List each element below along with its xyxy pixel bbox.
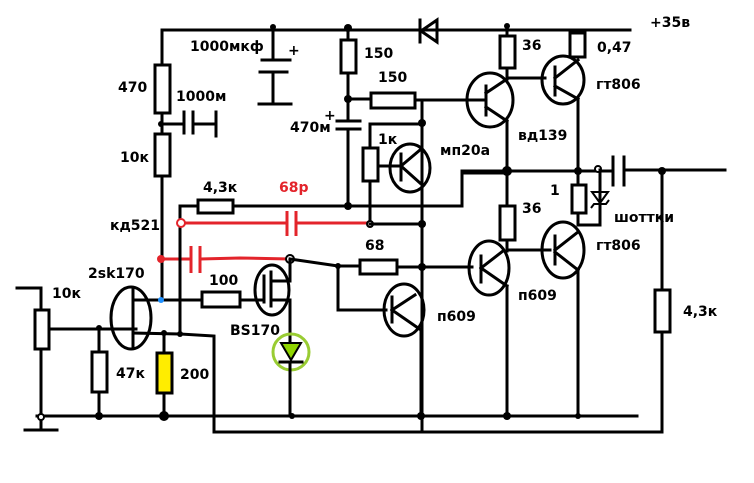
label-r-36-top: 36 [522, 38, 541, 54]
transistor-gt806-top [540, 54, 586, 106]
resistor-1k [361, 146, 380, 183]
resistor-10k-top [153, 132, 172, 178]
label-r-0-47: 0,47 [597, 40, 632, 56]
label-r-4-3k-load: 4,3к [683, 304, 718, 320]
label-r-4-3k-feedback: 4,3к [203, 180, 238, 196]
label-r-36-mid: 36 [522, 201, 541, 217]
label-d-schottky: шоттки [614, 210, 674, 226]
transistor-p609-b [467, 239, 511, 297]
transistor-mp20a [377, 142, 432, 194]
resistor-0-47 [568, 31, 587, 59]
label-r-1k: 1к [378, 132, 398, 148]
label-plus-2: + [324, 108, 336, 124]
transistor-vd139 [465, 71, 515, 129]
label-q-vd139: вд139 [518, 128, 567, 144]
label-c-1000mkf: 1000мкф [190, 39, 264, 55]
label-r-150-vertical: 150 [364, 46, 393, 62]
label-c-68p: 68р [279, 180, 309, 196]
resistor-36-top [498, 34, 517, 70]
label-c-1000m: 1000м [176, 89, 226, 105]
label-q-p609-b: п609 [518, 288, 557, 304]
label-q-gt806-bottom: гт806 [596, 238, 641, 254]
label-q-2sk170: 2sk170 [88, 266, 145, 282]
resistor-150-vertical [339, 38, 358, 75]
mosfet-bs170 [253, 258, 292, 332]
resistor-150-horizontal [369, 91, 417, 110]
transistor-gt806-bottom [540, 220, 586, 280]
resistor-36-mid [498, 204, 517, 242]
label-c-470m: 470м [290, 120, 331, 136]
resistor-470 [153, 63, 172, 115]
label-q-p609-a: п609 [437, 309, 476, 325]
supply-voltage-label: +35в [650, 15, 690, 31]
label-r-47k: 47к [116, 366, 145, 382]
resistor-4-3k-load [653, 288, 672, 334]
resistor-200 [155, 351, 174, 395]
label-q-mp20a: мп20а [440, 143, 490, 159]
resistor-4-3k-feedback [196, 198, 235, 215]
label-r-200: 200 [180, 367, 209, 383]
label-r-1: 1 [550, 183, 560, 199]
label-q-bs170: BS170 [230, 323, 280, 339]
resistor-47k [90, 350, 109, 394]
resistor-100 [200, 290, 242, 309]
label-r-68: 68 [365, 238, 384, 254]
label-q-gt806-top: гт806 [596, 77, 641, 93]
label-r-470: 470 [118, 80, 147, 96]
label-plus-1: + [288, 43, 300, 59]
supply-rail [160, 23, 632, 32]
schottky-diode-icon [590, 191, 610, 209]
rail-diode-icon [418, 17, 439, 45]
resistor-68 [358, 258, 399, 276]
label-r-10k-top: 10к [120, 150, 149, 166]
label-pot-10k: 10к [52, 286, 81, 302]
transistor-2sk170 [109, 285, 180, 351]
label-r-100: 100 [209, 273, 238, 289]
transistor-p609-a [382, 282, 426, 338]
label-d-kd521: кд521 [110, 218, 160, 234]
resistor-1 [570, 183, 588, 215]
label-r-150-horizontal: 150 [378, 70, 407, 86]
potentiometer-10k [33, 308, 51, 351]
